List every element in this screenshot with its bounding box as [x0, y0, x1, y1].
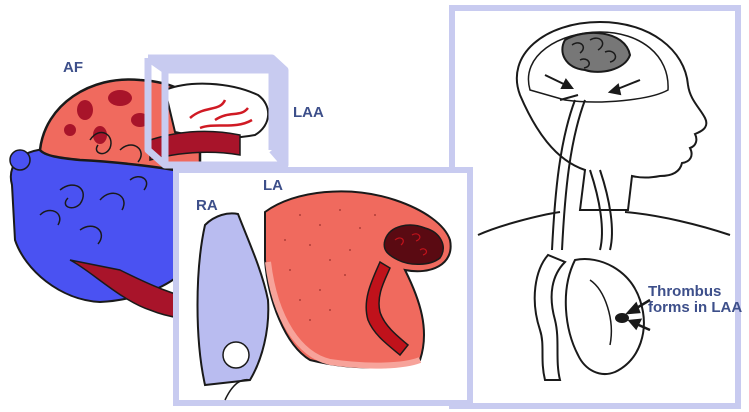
box-side-panel [272, 58, 285, 165]
label-thrombus-line1: Thrombus [648, 284, 742, 300]
label-af: AF [63, 60, 83, 76]
label-laa: LAA [293, 105, 324, 121]
box-top-panel [148, 58, 285, 70]
thrombus-marker [615, 313, 629, 323]
label-la: LA [263, 178, 283, 194]
stroke-pathway-panel [452, 8, 738, 406]
laa-zoom-box [148, 58, 285, 165]
atria-cutaway-panel [176, 170, 470, 403]
label-ra: RA [196, 198, 218, 214]
box-front-face [165, 70, 285, 165]
label-thrombus-line2: forms in LAA [648, 300, 742, 316]
label-thrombus: Thrombus forms in LAA [648, 284, 742, 316]
